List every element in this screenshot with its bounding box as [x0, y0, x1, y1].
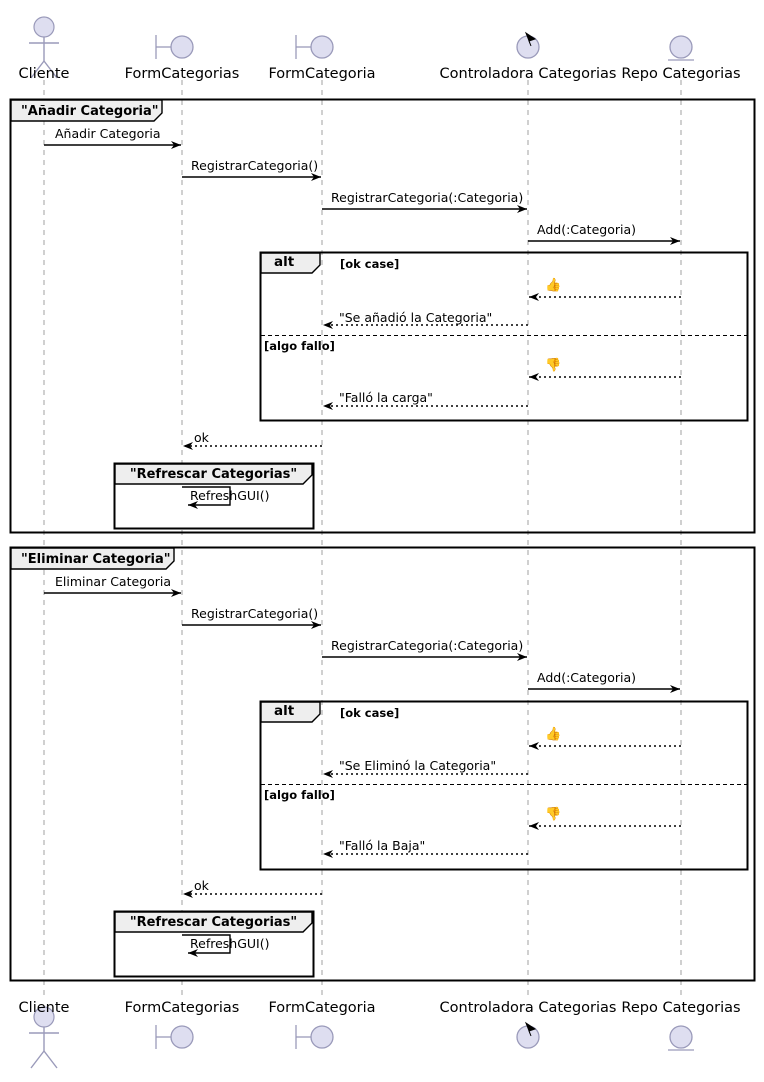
- fragment-box-anadir: [9, 98, 756, 534]
- refresh-title-refrescar-anadir: "Refrescar Categorias": [129, 467, 298, 482]
- alt-fragments-layer: [259, 251, 749, 871]
- alt-guard-alt-eliminar-0: [ok case]: [340, 706, 400, 720]
- thumb-icon-n5: 👍: [545, 727, 562, 742]
- boundary-icon-formcat: [295, 1025, 334, 1049]
- message-label-n8: "Falló la Baja": [339, 838, 426, 853]
- alt-operator-alt-anadir: alt: [274, 254, 295, 270]
- thumb-icon-m7: 👎: [545, 358, 562, 373]
- participant-name-formcats: FormCategorias: [124, 66, 240, 82]
- participant-name-bottom-cliente: Cliente: [18, 1000, 70, 1016]
- participant-name-bottom-formcat: FormCategoria: [268, 1000, 376, 1016]
- refresh-fragments-layer: [113, 462, 315, 978]
- message-label-n1: Eliminar Categoria: [55, 574, 172, 589]
- actor-icon-cliente: [29, 16, 59, 79]
- alt-guard-alt-anadir-1: [algo fallo]: [264, 339, 335, 353]
- fragment-tab-eliminar: [10, 547, 175, 570]
- entity-icon-repo: [668, 35, 694, 61]
- boundary-icon-formcats: [155, 1025, 194, 1049]
- participant-name-bottom-controladora: Controladora Categorias: [439, 1000, 617, 1016]
- fragment-title-eliminar: "Eliminar Categoria": [21, 552, 171, 567]
- alt-tab-alt-anadir: [260, 252, 321, 274]
- message-label-n9: ok: [194, 878, 209, 893]
- message-label-m8: "Falló la carga": [339, 390, 433, 405]
- alt-box-alt-eliminar: [259, 700, 749, 871]
- message-label-n4: Add(:Categoria): [537, 670, 636, 685]
- message-m10: [182, 486, 231, 509]
- message-label-m2: RegistrarCategoria(): [191, 158, 319, 173]
- entity-icon-repo: [668, 1025, 694, 1051]
- participant-name-bottom-repo: Repo Categorias: [621, 1000, 741, 1016]
- participant-icons-layer: [29, 16, 694, 1069]
- alt-operator-alt-eliminar: alt: [274, 703, 295, 719]
- control-icon-controladora: [516, 1021, 540, 1049]
- thumb-icon-n7: 👎: [545, 807, 562, 822]
- thumb-icon-m5: 👍: [545, 278, 562, 293]
- alt-guard-alt-eliminar-1: [algo fallo]: [264, 788, 335, 802]
- lifelines-layer: [43, 80, 682, 1000]
- alt-box-alt-anadir: [259, 251, 749, 422]
- participant-name-cliente: Cliente: [18, 66, 70, 82]
- message-label-n6: "Se Eliminó la Categoria": [339, 758, 497, 773]
- boundary-icon-formcat: [295, 35, 334, 59]
- alt-guard-alt-anadir-0: [ok case]: [340, 257, 400, 271]
- fragments-layer: [9, 98, 756, 982]
- refresh-tab-refrescar-eliminar: [114, 911, 313, 933]
- actor-icon-cliente: [29, 1006, 59, 1069]
- participant-name-bottom-formcats: FormCategorias: [124, 1000, 240, 1016]
- alt-tab-alt-eliminar: [260, 701, 321, 723]
- message-label-m9: ok: [194, 430, 209, 445]
- participant-name-controladora: Controladora Categorias: [439, 66, 617, 82]
- message-n10: [182, 934, 231, 957]
- message-label-m4: Add(:Categoria): [537, 222, 636, 237]
- message-label-n10: RefreshGUI(): [190, 936, 270, 951]
- participant-name-repo: Repo Categorias: [621, 66, 741, 82]
- message-label-m3: RegistrarCategoria(:Categoria): [331, 190, 524, 205]
- messages-layer: [44, 141, 681, 957]
- message-label-m1: Añadir Categoria: [55, 126, 161, 141]
- message-label-m6: "Se añadió la Categoria": [339, 310, 493, 325]
- message-label-n3: RegistrarCategoria(:Categoria): [331, 638, 524, 653]
- participant-name-formcat: FormCategoria: [268, 66, 376, 82]
- refresh-tab-refrescar-anadir: [114, 463, 313, 485]
- control-icon-controladora: [516, 31, 540, 59]
- boundary-icon-formcats: [155, 35, 194, 59]
- fragment-tab-anadir: [10, 99, 163, 122]
- message-label-n2: RegistrarCategoria(): [191, 606, 319, 621]
- message-label-m10: RefreshGUI(): [190, 488, 270, 503]
- fragment-box-eliminar: [9, 546, 756, 982]
- fragment-title-anadir: "Añadir Categoria": [21, 104, 159, 119]
- refresh-title-refrescar-eliminar: "Refrescar Categorias": [129, 915, 298, 930]
